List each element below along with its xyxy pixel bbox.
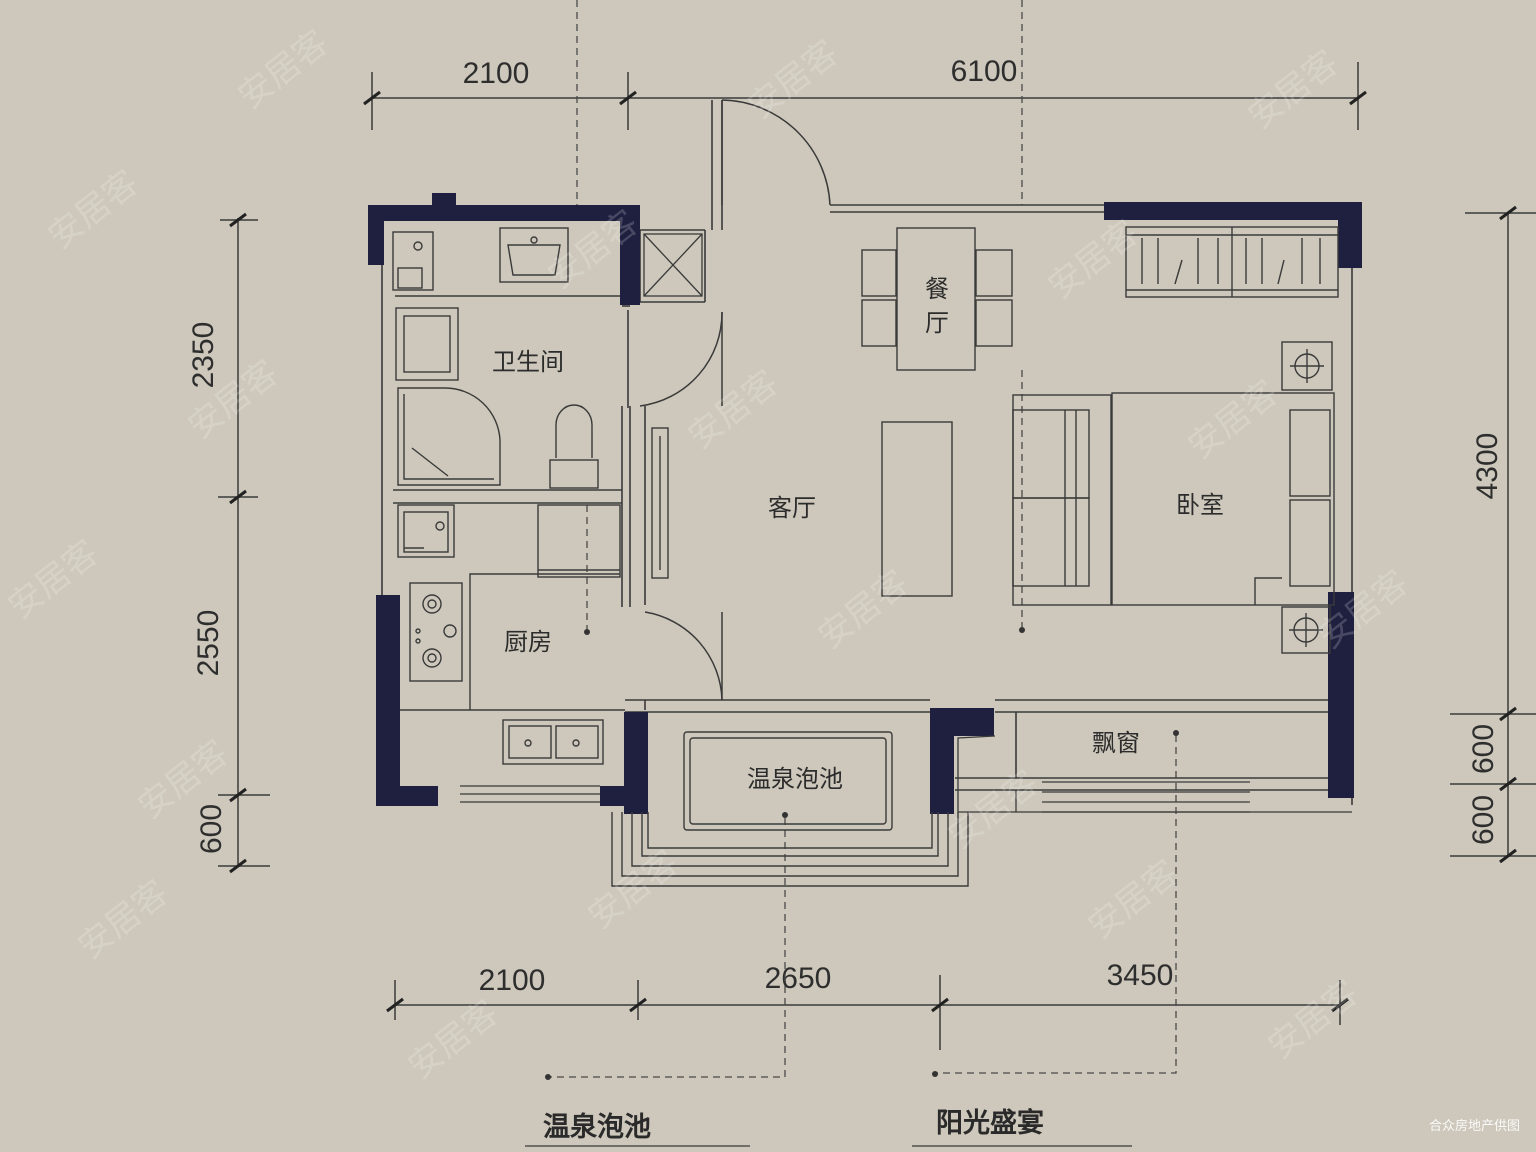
watermark: 安居客 — [1181, 373, 1286, 467]
dimension-ticks — [229, 90, 1517, 1013]
dim-left-600: 600 — [195, 804, 228, 854]
bathroom-fixtures — [392, 227, 599, 489]
axis-dots — [545, 627, 1179, 1080]
watermark: 安居客 — [1261, 973, 1366, 1067]
watermark: 安居客 — [231, 23, 336, 117]
watermark: 安居客 — [1, 533, 106, 627]
room-label-kitchen: 厨房 — [504, 628, 552, 656]
dim-right-600-upper: 600 — [1467, 724, 1500, 774]
hot-spring-pool — [611, 731, 969, 887]
watermark: 安居客 — [401, 993, 506, 1087]
legend-sunshine: 阳光盛宴 — [936, 1107, 1044, 1139]
watermark: 安居客 — [811, 563, 916, 657]
watermark: 安居客 — [741, 33, 846, 127]
dim-right-4300: 4300 — [1471, 433, 1504, 500]
dim-top-2100: 2100 — [463, 57, 530, 90]
shaft-box — [643, 233, 703, 297]
legend-hot-spring: 温泉泡池 — [543, 1111, 651, 1143]
watermark: 安居客 — [41, 163, 146, 257]
dim-bottom-2100: 2100 — [479, 964, 546, 997]
room-label-bathroom: 卫生间 — [492, 348, 564, 376]
bedroom-furniture — [1111, 226, 1339, 654]
watermark: 安居客 — [581, 843, 686, 937]
doors — [639, 99, 831, 701]
watermark: 安居客 — [1241, 43, 1346, 137]
room-label-dining-2: 厅 — [925, 309, 949, 337]
watermark: 安居客 — [71, 873, 176, 967]
dimension-lines — [218, 62, 1536, 1050]
dim-bottom-3450: 3450 — [1107, 959, 1174, 992]
watermark-layer: 安居客 安居客 安居客 安居客 安居客 安居客 安居客 安居客 安居客 安居客 … — [1, 23, 1416, 1087]
room-label-bay-window: 飘窗 — [1092, 729, 1140, 757]
dim-top-6100: 6100 — [951, 55, 1018, 88]
dim-bottom-2650: 2650 — [765, 962, 832, 995]
room-label-hot-spring: 温泉泡池 — [747, 765, 843, 793]
watermark: 安居客 — [1311, 563, 1416, 657]
axis-guides — [548, 0, 1177, 1078]
windows — [460, 735, 1352, 813]
dim-left-2350: 2350 — [187, 322, 220, 389]
structural-walls — [368, 193, 1362, 814]
dim-left-2550: 2550 — [192, 610, 225, 677]
image-credit: 合众房地产供图 — [1429, 1118, 1520, 1134]
watermark: 安居客 — [1081, 853, 1186, 947]
kitchen-fixtures — [397, 504, 621, 765]
dim-right-600-lower: 600 — [1467, 795, 1500, 845]
living-furniture — [651, 227, 1112, 606]
watermark: 安居客 — [1041, 213, 1146, 307]
room-label-dining-1: 餐 — [925, 275, 949, 303]
room-label-bedroom: 卧室 — [1176, 491, 1224, 519]
watermark: 安居客 — [941, 763, 1046, 857]
room-label-living: 客厅 — [768, 494, 816, 522]
